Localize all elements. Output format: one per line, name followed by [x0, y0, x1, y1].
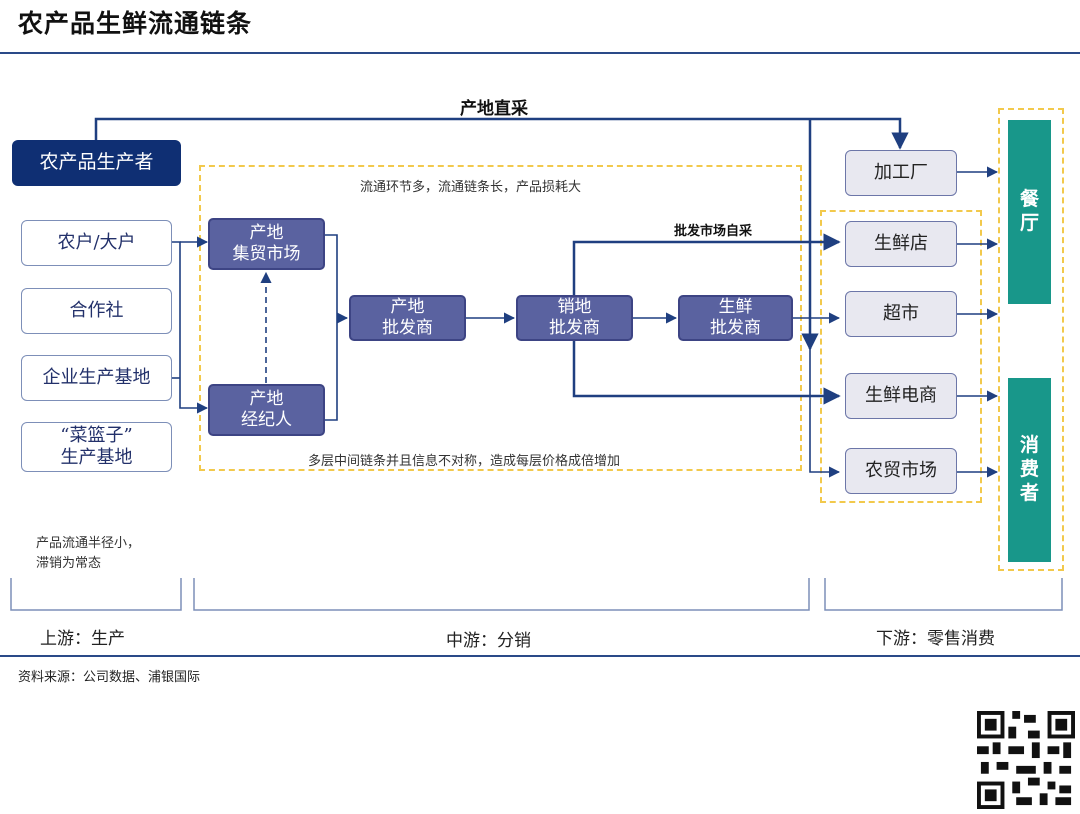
footer-downstream: 下游：零售消费 — [876, 629, 995, 649]
endpoint-consumer: 消 费 者 — [1008, 378, 1051, 562]
downstream-factory: 加工厂 — [845, 150, 957, 196]
downstream-fresh-store: 生鲜店 — [845, 221, 957, 267]
upstream-cooperative: 合作社 — [21, 288, 172, 334]
retail-dashed-region — [820, 210, 982, 503]
note-bottom: 多层中间链条并且信息不对称，造成每层价格成倍增加 — [308, 454, 621, 469]
producer-box: 农产品生产者 — [12, 140, 181, 186]
footer-divider — [0, 655, 1080, 657]
downstream-supermarket: 超市 — [845, 291, 957, 337]
note-upstream: 产品流通半径小， 滞销为常态 — [36, 536, 141, 571]
footer-upstream: 上游：生产 — [40, 629, 125, 649]
qr-code-icon — [977, 711, 1075, 809]
source-note: 资料来源：公司数据、浦银国际 — [18, 670, 201, 685]
direct-purchase-label: 产地直采 — [460, 99, 528, 119]
upstream-farmers: 农户/大户 — [21, 220, 172, 266]
downstream-ecommerce: 生鲜电商 — [845, 373, 957, 419]
upstream-vegetable-basket: “菜篮子” 生产基地 — [21, 422, 172, 472]
title-divider — [0, 52, 1080, 54]
node-origin-broker: 产地 经纪人 — [208, 384, 325, 436]
endpoint-dashed-region — [998, 108, 1064, 571]
page-title: 农产品生鲜流通链条 — [18, 9, 253, 38]
node-origin-wholesaler: 产地 批发商 — [349, 295, 466, 341]
downstream-farmers-market: 农贸市场 — [845, 448, 957, 494]
node-origin-market: 产地 集贸市场 — [208, 218, 325, 270]
endpoint-restaurant: 餐 厅 — [1008, 120, 1051, 304]
node-fresh-wholesaler: 生鲜 批发商 — [678, 295, 793, 341]
wholesale-direct-label: 批发市场自采 — [674, 224, 753, 239]
footer-midstream: 中游：分销 — [446, 631, 531, 651]
upstream-enterprise-base: 企业生产基地 — [21, 355, 172, 401]
node-sales-wholesaler: 销地 批发商 — [516, 295, 633, 341]
note-top: 流通环节多，流通链条长，产品损耗大 — [360, 180, 582, 195]
